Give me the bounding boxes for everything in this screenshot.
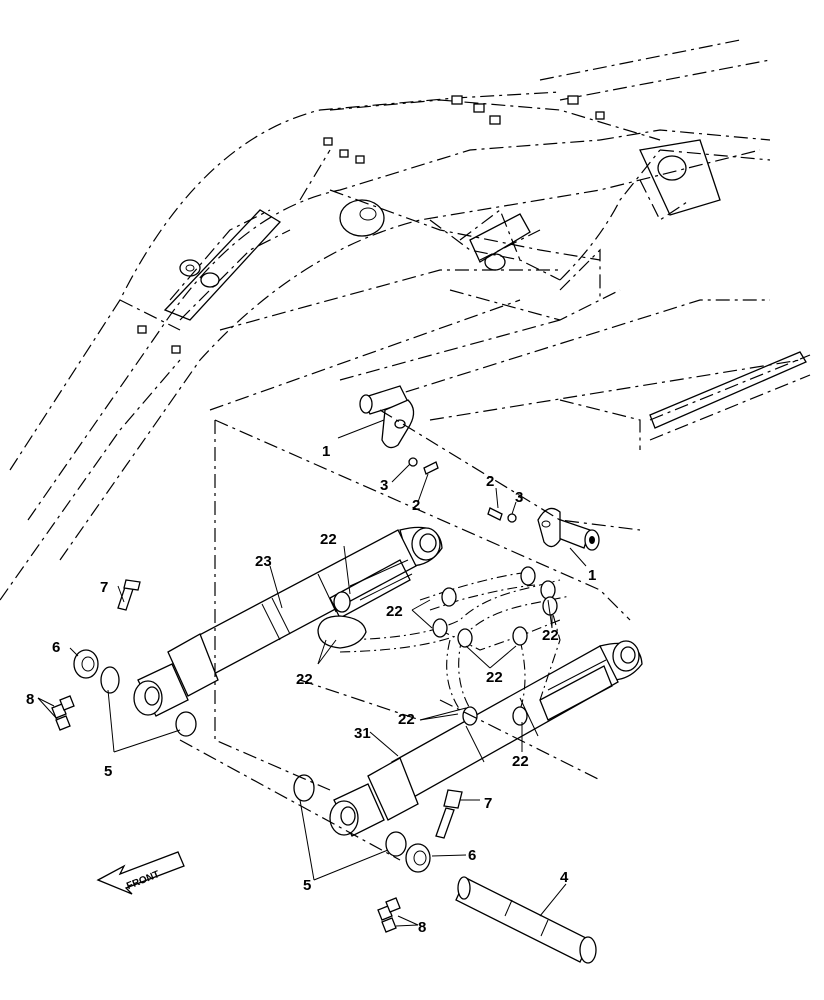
callout-22-left-mid: 22: [386, 603, 403, 620]
left-fasteners: [51, 579, 197, 737]
callout-labels: 1 1 2 2 3 3 4 5 5 6 6 7 7 8 8 22 22 22 2…: [26, 443, 596, 936]
right-boom-cylinder: [329, 640, 643, 837]
cylinder-pin-lower: [455, 876, 597, 964]
callout-6-right: 6: [468, 847, 476, 864]
callout-5-left: 5: [104, 763, 112, 780]
pin-lock-bolts: [408, 457, 517, 523]
callout-1-upper-right: 1: [588, 567, 596, 584]
callout-7-right: 7: [484, 795, 492, 812]
o-rings: [317, 566, 558, 726]
callout-3-left: 3: [380, 477, 388, 494]
callout-22-top: 22: [320, 531, 337, 548]
callout-22-lower-left: 22: [398, 711, 415, 728]
callout-2-left: 2: [412, 497, 420, 514]
callout-22-left-low: 22: [296, 671, 313, 688]
boom-pin-upper-right: [537, 507, 600, 551]
callout-22-center: 22: [486, 669, 503, 686]
callout-7-left: 7: [100, 579, 108, 596]
callout-5-right: 5: [303, 877, 311, 894]
callout-31: 31: [354, 725, 371, 742]
callout-3-right: 3: [515, 489, 523, 506]
callout-4: 4: [560, 869, 569, 886]
callout-22-right-mid: 22: [542, 627, 559, 644]
callout-22-lower-right: 22: [512, 753, 529, 770]
leader-lines: [37, 419, 587, 927]
boom-details: [137, 95, 807, 429]
boom-pin-upper-left: [359, 385, 415, 449]
boom-outline: [0, 39, 811, 601]
left-boom-cylinder: [133, 526, 443, 717]
callout-2-right: 2: [486, 473, 494, 490]
callout-23: 23: [255, 553, 272, 570]
callout-8-right: 8: [418, 919, 426, 936]
callout-1-upper-left: 1: [322, 443, 330, 460]
front-direction-arrow: FRONT: [96, 851, 185, 895]
right-fasteners: [293, 774, 463, 933]
assembly-phantom-lines: [179, 399, 641, 861]
callout-8-left: 8: [26, 691, 34, 708]
callout-6-left: 6: [52, 639, 60, 656]
